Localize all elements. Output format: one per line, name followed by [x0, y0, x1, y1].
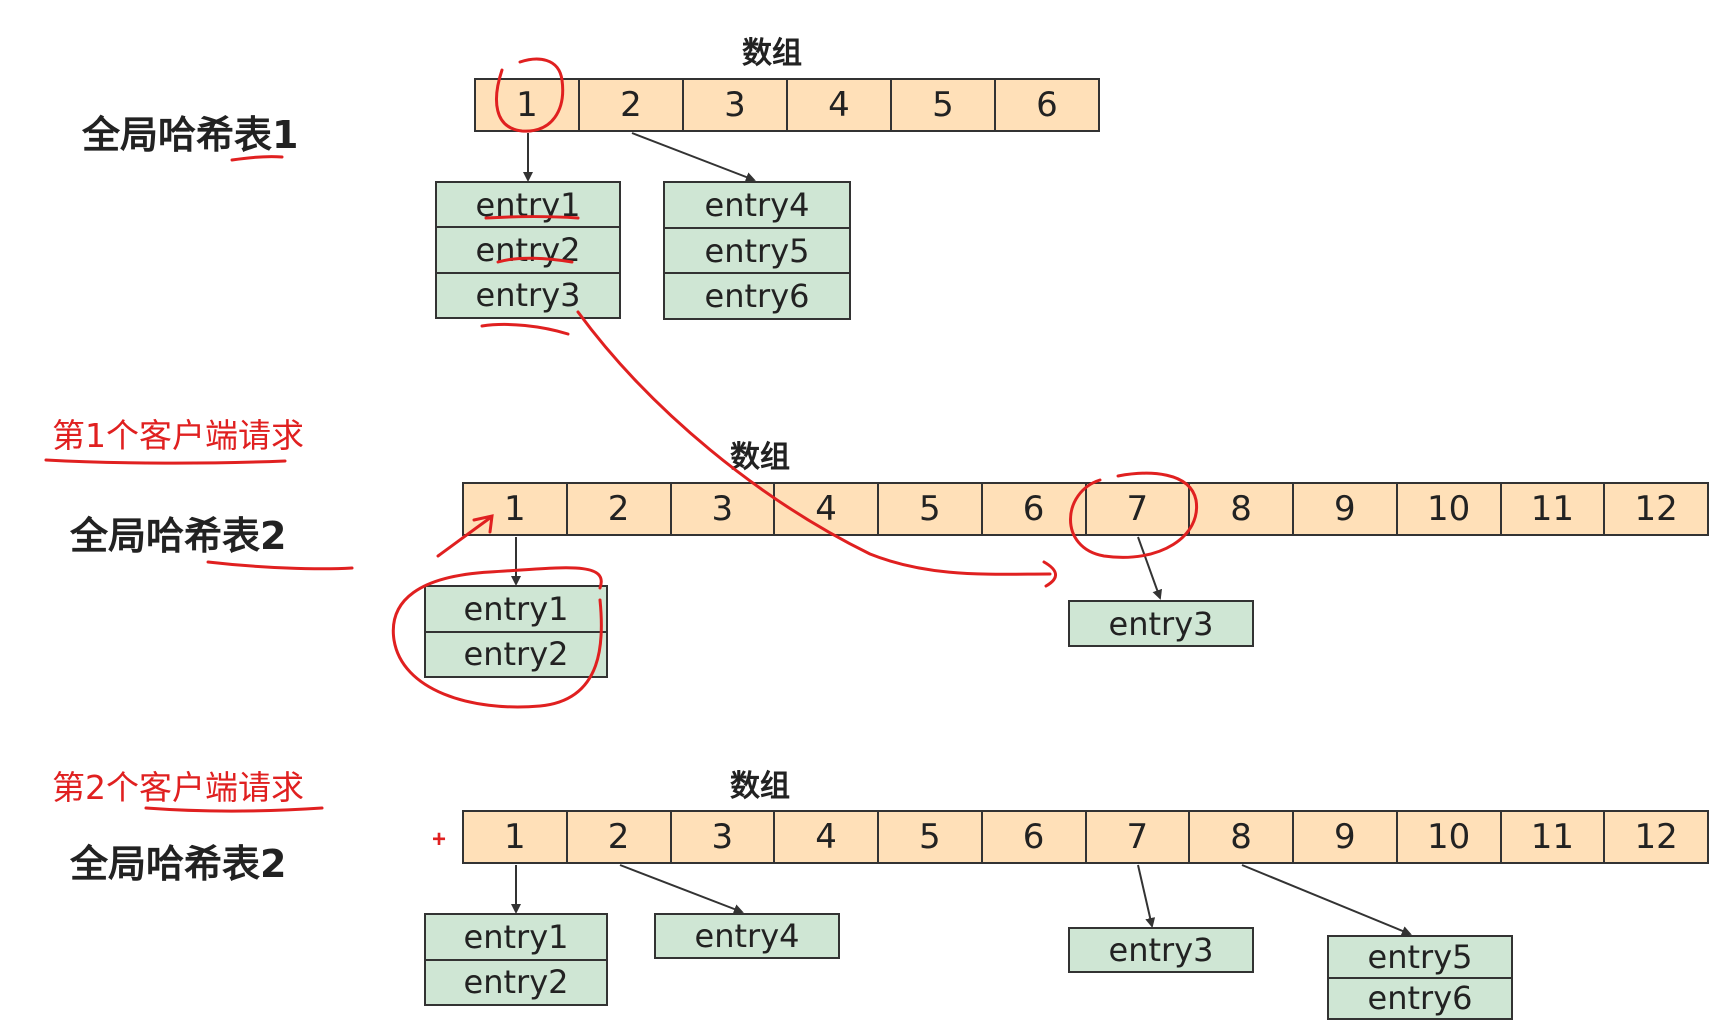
array-label-1: 数组	[742, 36, 802, 71]
array-cell: 10	[1398, 484, 1502, 534]
hash-table-3-title: 全局哈希表2	[70, 842, 287, 886]
client-request-2-label: 第2个客户端请求	[52, 768, 304, 807]
array-cell: 4	[775, 484, 879, 534]
underline-mark	[206, 560, 354, 571]
entry-bucket-slot-7: entry3	[1068, 600, 1254, 647]
array-cell: 2	[568, 812, 672, 862]
array-cell: 5	[892, 80, 996, 130]
entry-bucket-slot-2: entry4 entry5 entry6	[663, 181, 851, 320]
array-cell: 7	[1087, 812, 1191, 862]
array-cell: 8	[1190, 812, 1294, 862]
entry-item: entry6	[704, 277, 810, 316]
array-cell: 5	[879, 812, 983, 862]
array-cell: 12	[1634, 489, 1678, 529]
entry-item: entry2	[437, 228, 619, 274]
array-cell: 1	[476, 80, 580, 130]
entry-bucket-slot-2: entry4	[654, 913, 840, 959]
array-cell: 6	[1036, 85, 1058, 125]
connector-arrow	[631, 132, 756, 182]
hash-table-2-title: 全局哈希表2	[70, 514, 287, 558]
entry-bucket-slot-1: entry1 entry2 entry3	[435, 181, 621, 319]
entry-item: entry3	[1108, 931, 1214, 969]
entry-item: entry1	[426, 587, 606, 633]
entry-item: entry2	[463, 635, 569, 674]
array-cell: 1	[464, 812, 568, 862]
plus-marker: +	[432, 826, 447, 853]
array-label-2: 数组	[730, 440, 790, 475]
array-cell: 11	[1502, 484, 1606, 534]
array-cell: 12	[1634, 817, 1678, 857]
entry-item: entry5	[665, 229, 849, 275]
entry-bucket-slot-8: entry5 entry6	[1327, 935, 1513, 1020]
entry-bucket-slot-7: entry3	[1068, 927, 1254, 973]
array-cell: 3	[684, 80, 788, 130]
connector-arrow	[619, 864, 744, 914]
entry-item: entry4	[694, 917, 800, 955]
array-cell: 7	[1087, 484, 1191, 534]
entry-item: entry2	[463, 963, 569, 1002]
entry-item: entry4	[665, 183, 849, 229]
array-cell: 1	[464, 484, 568, 534]
array-cell: 3	[672, 812, 776, 862]
hash-array-3: 1 2 3 4 5 6 7 8 9 10 11 12	[462, 810, 1709, 864]
entry-bucket-slot-1: entry1 entry2	[424, 913, 608, 1006]
array-cell: 4	[775, 812, 879, 862]
entry-bucket-slot-1: entry1 entry2	[424, 585, 608, 678]
connector-arrow	[1137, 536, 1162, 600]
array-cell: 10	[1398, 812, 1502, 862]
client-request-1-label: 第1个客户端请求	[52, 416, 304, 455]
underline-mark	[480, 322, 570, 336]
array-cell: 11	[1502, 812, 1606, 862]
array-cell: 5	[879, 484, 983, 534]
entry-item: entry1	[437, 183, 619, 229]
array-cell: 9	[1294, 812, 1398, 862]
hash-array-2: 1 2 3 4 5 6 7 8 9 10 11 12	[462, 482, 1709, 536]
array-cell: 3	[672, 484, 776, 534]
array-cell: 2	[580, 80, 684, 130]
array-label-3: 数组	[730, 769, 790, 804]
connector-arrow	[1241, 864, 1412, 936]
array-cell: 6	[983, 812, 1087, 862]
hash-array-1: 1 2 3 4 5 6	[474, 78, 1100, 132]
array-cell: 2	[568, 484, 672, 534]
hash-table-1-title: 全局哈希表1	[82, 113, 299, 157]
array-cell: 9	[1294, 484, 1398, 534]
array-cell: 8	[1190, 484, 1294, 534]
entry-item: entry5	[1329, 937, 1511, 979]
connector-arrow	[1137, 864, 1156, 928]
entry-item: entry1	[426, 915, 606, 961]
entry-item: entry6	[1367, 979, 1473, 1018]
array-cell: 4	[788, 80, 892, 130]
entry-item: entry3	[475, 276, 581, 315]
arrowhead-mark	[1042, 560, 1057, 588]
underline-mark	[44, 458, 287, 465]
array-cell: 6	[983, 484, 1087, 534]
entry-item: entry3	[1108, 604, 1214, 643]
